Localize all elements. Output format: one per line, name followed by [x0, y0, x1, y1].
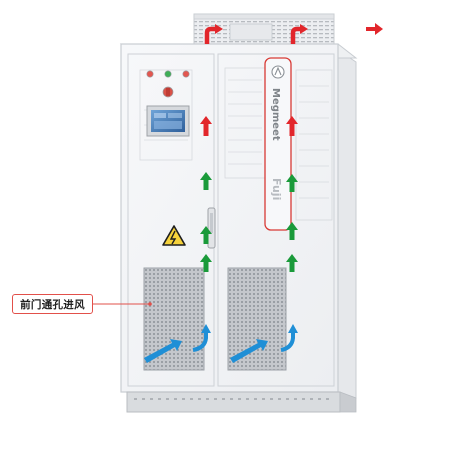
hot-air-exhaust-arrow — [290, 24, 308, 44]
hot-air-exhaust-arrow — [366, 23, 383, 35]
brand-model-text: Fuji — [270, 178, 283, 200]
hmi-touchscreen — [146, 105, 190, 137]
brand-strip: Megmeet Fuji — [264, 57, 292, 231]
indicator-lights — [146, 70, 190, 98]
right-door — [217, 53, 335, 387]
hot-air-up-arrow — [200, 116, 212, 136]
cool-air-arrows — [144, 324, 298, 363]
right-intake-grille — [227, 267, 287, 371]
hot-air-up-arrow — [286, 116, 298, 136]
callout-label: 前门通孔进风 — [20, 298, 85, 311]
airflow-up-arrow — [200, 254, 212, 272]
airflow-up-arrow — [200, 226, 212, 244]
callout-leader — [93, 302, 152, 306]
cool-air-intake-arrow — [280, 324, 298, 352]
hot-air-arrows — [200, 23, 383, 136]
door-handle — [207, 207, 216, 249]
cool-air-intake-arrow — [230, 339, 268, 363]
brand-logo-text: Megmeet — [270, 88, 281, 141]
cool-air-intake-arrow — [144, 339, 182, 363]
airflow-up-arrow — [286, 174, 298, 192]
airflow-up-arrows — [200, 172, 298, 272]
airflow-up-arrow — [286, 254, 298, 272]
high-voltage-warning-icon — [162, 225, 186, 246]
hot-air-exhaust-arrow — [204, 24, 223, 44]
airflow-up-arrow — [286, 222, 298, 240]
internal-modules — [139, 67, 333, 221]
front-door-intake-callout: 前门通孔进风 — [12, 294, 93, 314]
cool-air-intake-arrow — [192, 324, 211, 352]
airflow-up-arrow — [200, 172, 212, 190]
